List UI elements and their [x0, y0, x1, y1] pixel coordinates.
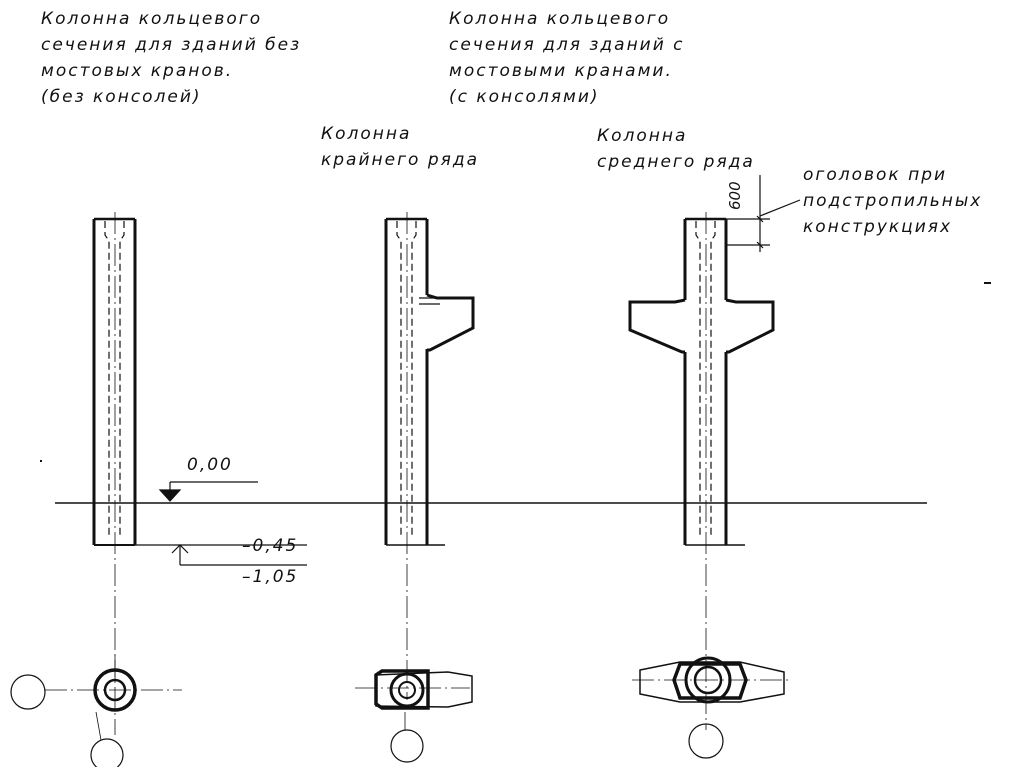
- bottom-level-mark: –0,45: [242, 536, 299, 556]
- crane-console: [426, 293, 475, 352]
- column-edge-row: [384, 212, 475, 700]
- foundation-level-mark: –1,05: [242, 567, 299, 587]
- header-no-cranes: Колонна кольцевого сечения для зданий бе…: [41, 9, 302, 107]
- plan-section-1: [10, 655, 182, 767]
- plan-section-3: [632, 656, 788, 759]
- head-note: оголовок при подстропильных конструкциях: [803, 165, 983, 237]
- axis-marker-circle: [10, 674, 46, 710]
- head-dimension: [726, 175, 801, 252]
- plan-section-2: [355, 669, 473, 763]
- label-edge-row: Колонна крайнего ряда: [321, 124, 480, 170]
- head-height-dimension: 600: [726, 181, 744, 210]
- axis-marker-circle: [390, 729, 424, 763]
- column-middle-row: [628, 212, 775, 730]
- ground-level-mark: 0,00: [187, 455, 233, 475]
- level-marks: [135, 481, 307, 566]
- axis-marker-circle: [688, 723, 724, 759]
- header-with-cranes: Колонна кольцевого сечения для зданий с …: [449, 9, 685, 107]
- label-middle-row: Колонна среднего ряда: [597, 126, 755, 172]
- crane-console-right: [725, 298, 775, 354]
- column-no-console: [92, 212, 137, 680]
- axis-marker-circle: [90, 738, 124, 767]
- crane-console-left: [628, 298, 686, 354]
